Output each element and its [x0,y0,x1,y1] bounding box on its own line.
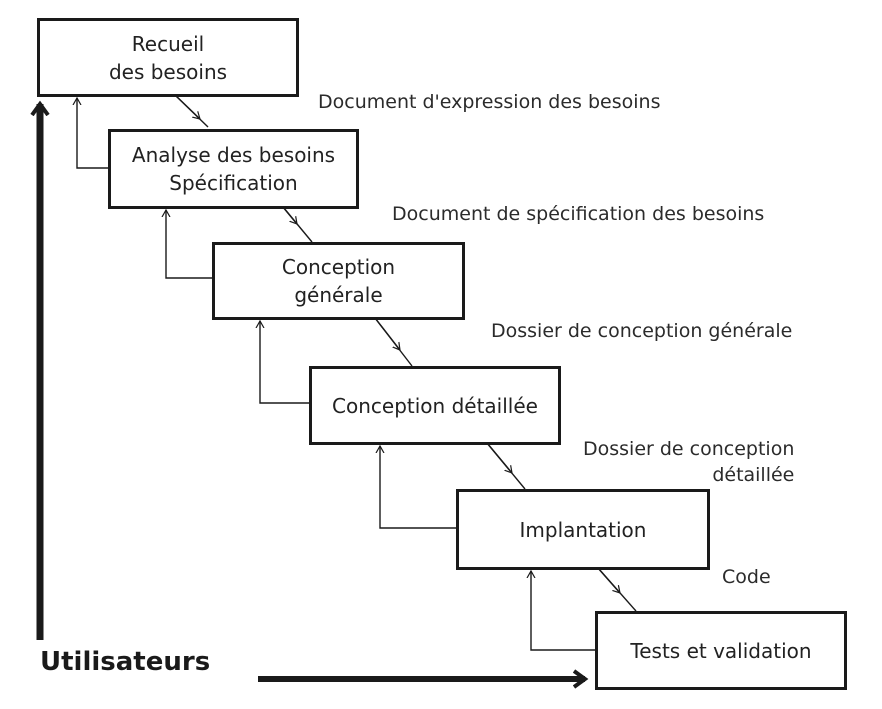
feedback-arrow-5 [380,446,458,529]
phase-conception-generale: Conception générale [212,242,465,320]
phase-label-line: Analyse des besoins [131,143,336,167]
deliverable-expression-des-besoins: Document d'expression des besoins [318,89,660,115]
deliverable-label-line: Dossier de conception [583,438,795,460]
deliverable-label-line: détaillée [712,464,795,486]
feedback-arrow-3 [166,210,214,279]
phase-implantation: Implantation [456,489,710,570]
users-label: Utilisateurs [40,647,211,677]
deliverable-label-line: Code [722,566,771,588]
phase-label-line: des besoins [108,59,228,84]
deliverable-label-line: Document d'expression des besoins [318,91,661,113]
feedback-arrow-6 [531,571,597,651]
phase-analyse-des-besoins: Analyse des besoins Spécification [108,129,359,209]
phase-label-line: Implantation [519,517,647,542]
phase-label-line: générale [294,283,383,307]
phase-conception-detaillee: Conception détaillée [309,366,561,445]
phase-label-line: Tests et validation [630,638,812,663]
feedback-arrow-4 [260,321,311,404]
phase-tests-et-validation: Tests et validation [595,611,847,690]
deliverable-label-line: Dossier de conception générale [491,320,793,342]
deliverable-code: Code [722,564,771,590]
phase-label-line: Conception détaillée [332,393,538,418]
phase-label-line: Spécification [169,171,298,195]
deliverable-conception-detaillee: Dossier de conception détaillée [583,436,794,488]
deliverable-label-line: Document de spécification des besoins [392,203,765,225]
phase-recueil-des-besoins: Recueil des besoins [37,18,299,97]
feedback-arrow-2 [77,98,110,169]
phase-label-line: Conception [281,255,396,279]
deliverable-conception-generale: Dossier de conception générale [491,318,792,344]
deliverable-specification-des-besoins: Document de spécification des besoins [392,201,764,227]
phase-label-line: Recueil [131,31,205,56]
